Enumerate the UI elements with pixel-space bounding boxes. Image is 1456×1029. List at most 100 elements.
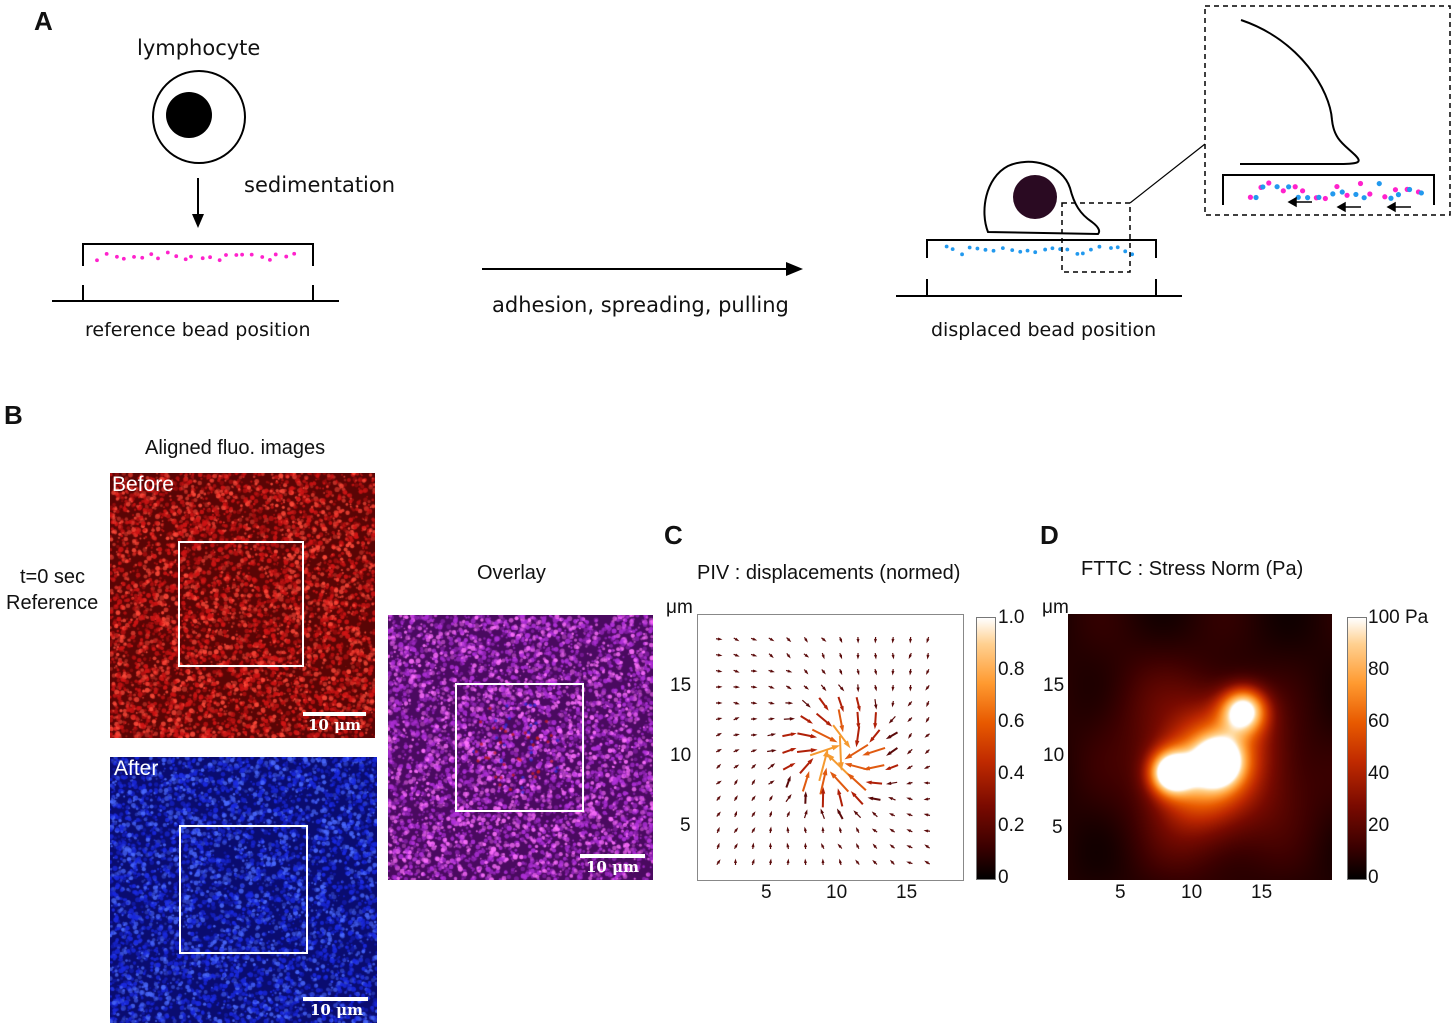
bead — [975, 246, 980, 251]
piv-arrowhead — [769, 637, 775, 642]
piv-arrowhead — [717, 685, 723, 689]
piv-arrowhead — [821, 654, 825, 660]
piv-arrowhead — [856, 638, 860, 644]
piv-arrowhead — [891, 654, 895, 660]
piv-arrowhead — [804, 809, 808, 815]
piv-arrowhead — [734, 779, 738, 784]
x-tick: 5 — [761, 882, 772, 903]
bead — [1322, 195, 1328, 202]
piv-arrowhead — [804, 638, 808, 643]
piv-arrowhead — [734, 795, 738, 800]
piv-arrowhead — [856, 654, 860, 660]
overlay-image: 10 μm — [388, 615, 653, 880]
bead — [268, 258, 272, 262]
piv-arrowhead — [873, 723, 878, 730]
piv-arrowhead — [751, 795, 756, 800]
piv-arrowhead — [804, 826, 807, 832]
piv-arrowhead — [823, 704, 829, 711]
piv-arrowhead — [923, 829, 929, 833]
piv-arrowhead — [769, 842, 772, 848]
colorbar-tick: 0.8 — [998, 659, 1025, 680]
bead — [1353, 191, 1359, 198]
bead — [1395, 192, 1402, 198]
piv-arrowhead — [874, 686, 877, 692]
piv-arrowhead — [888, 718, 894, 724]
y-tick: 5 — [680, 815, 691, 836]
piv-arrowhead — [872, 859, 877, 865]
colorbar-tick: 60 — [1368, 711, 1390, 732]
piv-arrowhead — [906, 861, 911, 865]
piv-arrowhead — [889, 828, 894, 833]
bead — [95, 258, 99, 263]
bead — [1075, 251, 1080, 256]
bead — [183, 257, 188, 262]
piv-arrowhead — [844, 753, 853, 760]
colorbar-tick: 100 Pa — [1368, 607, 1429, 628]
piv-arrowhead — [735, 701, 740, 705]
piv-arrowhead — [734, 749, 740, 753]
piv-arrowhead — [850, 791, 857, 798]
piv-arrowhead — [926, 702, 930, 708]
piv-arrowhead — [735, 733, 740, 737]
colorbar-tick: 0 — [1368, 867, 1379, 888]
piv-arrowhead — [804, 670, 809, 675]
bead — [1247, 194, 1254, 200]
bead — [1065, 247, 1070, 252]
piv-arrowhead — [871, 811, 877, 816]
piv-arrow — [847, 743, 869, 759]
piv-arrowhead — [734, 669, 740, 673]
roi-box — [179, 825, 308, 954]
bead — [1260, 184, 1266, 190]
piv-arrowhead — [717, 669, 723, 673]
x-tick: 5 — [1115, 882, 1126, 903]
piv-arrowhead — [844, 762, 852, 768]
piv-arrowhead — [847, 772, 855, 780]
bead — [1123, 249, 1128, 254]
piv-arrowhead — [885, 734, 892, 740]
piv-arrowhead — [825, 720, 833, 727]
bead — [950, 247, 955, 251]
piv-arrowhead — [717, 637, 723, 641]
stress-heatmap — [1068, 614, 1332, 880]
piv-arrowhead — [751, 827, 756, 832]
piv-arrowhead — [734, 717, 740, 721]
bead — [1305, 195, 1311, 201]
piv-arrowhead — [769, 780, 775, 785]
piv-arrowhead — [751, 811, 756, 816]
colorbar-tick: 1.0 — [998, 607, 1025, 628]
piv-plot — [697, 614, 964, 881]
piv-arrowhead — [837, 788, 842, 795]
piv-arrowhead — [821, 670, 826, 675]
panel-d-letter: D — [1040, 520, 1059, 550]
piv-arrowhead — [734, 858, 737, 864]
panel-a-letter: A — [34, 6, 53, 36]
bead — [1058, 247, 1063, 252]
piv-arrowhead — [885, 781, 892, 786]
bead — [1388, 195, 1394, 201]
bead — [217, 258, 222, 263]
piv-arrowhead — [909, 638, 912, 644]
piv-colorbar — [976, 617, 996, 880]
piv-arrowhead — [867, 796, 874, 801]
lymphocyte-label: lymphocyte — [137, 36, 261, 60]
piv-arrowhead — [869, 736, 875, 743]
colorbar-tick: 0.4 — [998, 763, 1025, 784]
piv-arrowhead — [770, 701, 775, 705]
piv-arrowhead — [906, 829, 912, 833]
piv-arrowhead — [716, 763, 722, 769]
panel-c-title: PIV : displacements (normed) — [697, 562, 961, 584]
piv-arrowhead — [839, 826, 842, 832]
piv-arrowhead — [822, 767, 828, 776]
bead — [1043, 247, 1048, 252]
piv-arrowhead — [891, 638, 895, 644]
piv-arrowhead — [717, 748, 722, 753]
roi-box — [455, 683, 584, 812]
piv-arrow — [865, 746, 886, 756]
bead — [1299, 188, 1306, 194]
bead — [991, 248, 996, 253]
piv-arrowhead — [831, 745, 841, 751]
panel-d-unit: μm — [1042, 597, 1069, 618]
bead — [260, 255, 265, 259]
piv-arrowhead — [822, 637, 827, 642]
bead — [1357, 180, 1364, 187]
